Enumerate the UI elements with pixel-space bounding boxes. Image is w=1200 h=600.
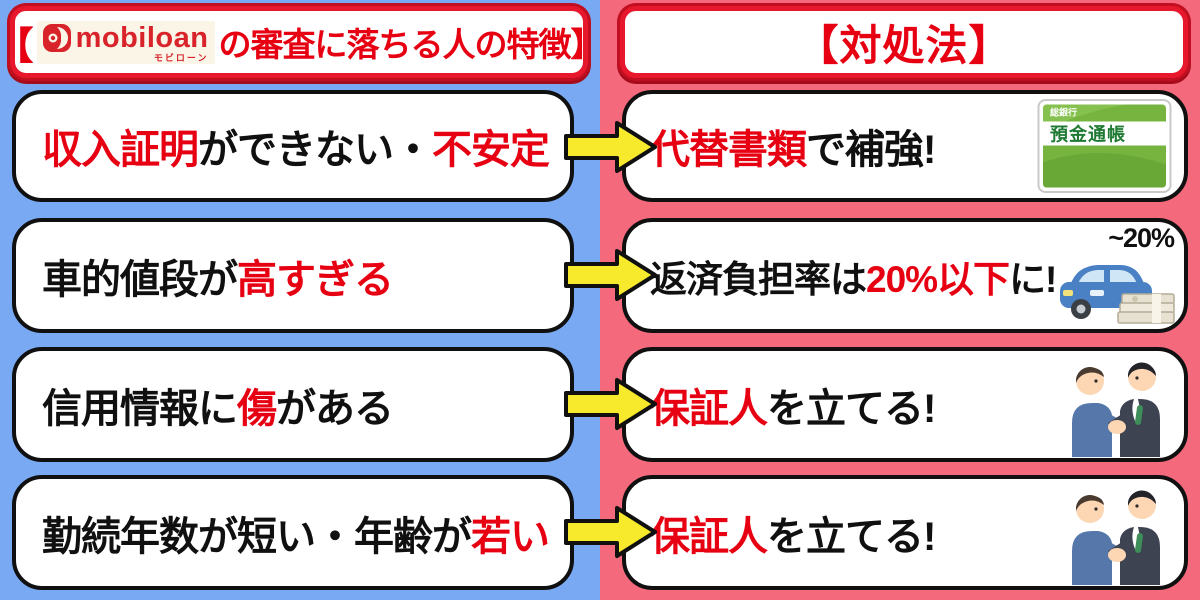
problem-text-3: 信用情報に傷がある [42, 386, 394, 431]
arrow-icon [564, 506, 657, 558]
svg-text:預金通帳: 預金通帳 [1050, 124, 1126, 145]
problem-text-1: 収入証明ができない・不安定 [42, 128, 550, 172]
car-money-icon: ~20% [1056, 225, 1178, 328]
arrow-icon [564, 249, 657, 301]
problem-text-2: 車的値段が高すぎる [42, 257, 394, 302]
header-right-title: 【対処法】 [796, 21, 1012, 69]
solution-box-4: 保証人を立てる! [622, 475, 1188, 590]
mobiloan-logo-icon [42, 23, 72, 53]
header-left: 【 mobiloan モビローン の審査に落ちる人の特徴】 [0, 6, 603, 78]
mobiloan-logo: mobiloan モビローン [36, 20, 216, 64]
solution-text-4: 保証人を立てる! [650, 514, 936, 559]
solution-text-1: 代替書類で補強! [650, 128, 936, 172]
header-left-title: の審査に落ちる人の特徴】 [218, 26, 603, 63]
handshake-icon [1060, 353, 1172, 457]
solution-text-3: 保証人を立てる! [650, 386, 936, 431]
arrow-icon [564, 121, 657, 173]
twenty-percent-badge: ~20% [1108, 223, 1175, 253]
problem-box-3: 信用情報に傷がある [12, 347, 574, 462]
solution-box-2: 返済負担率は20%以下に! ~20% [622, 218, 1188, 333]
arrow-icon [564, 378, 657, 430]
header-left-open-bracket: 【 [0, 15, 34, 70]
solution-box-3: 保証人を立てる! [622, 347, 1188, 462]
solution-text-2: 返済負担率は20%以下に! [650, 258, 1057, 300]
solution-box-1: 代替書類で補強! 総銀行 預金通帳 [622, 90, 1188, 202]
problem-box-2: 車的値段が高すぎる [12, 218, 574, 333]
handshake-icon [1060, 481, 1172, 585]
svg-text:総銀行: 総銀行 [1050, 107, 1077, 118]
mobiloan-logo-katakana: モビローン [153, 52, 209, 63]
problem-box-4: 勤続年数が短い・年齢が若い [12, 475, 574, 590]
header-right: 【対処法】 [620, 6, 1188, 78]
mobiloan-logo-word: mobiloan [75, 21, 209, 54]
bankbook-icon: 総銀行 預金通帳 [1037, 99, 1172, 194]
problem-box-1: 収入証明ができない・不安定 [12, 90, 574, 202]
problem-text-4: 勤続年数が短い・年齢が若い [42, 514, 550, 559]
